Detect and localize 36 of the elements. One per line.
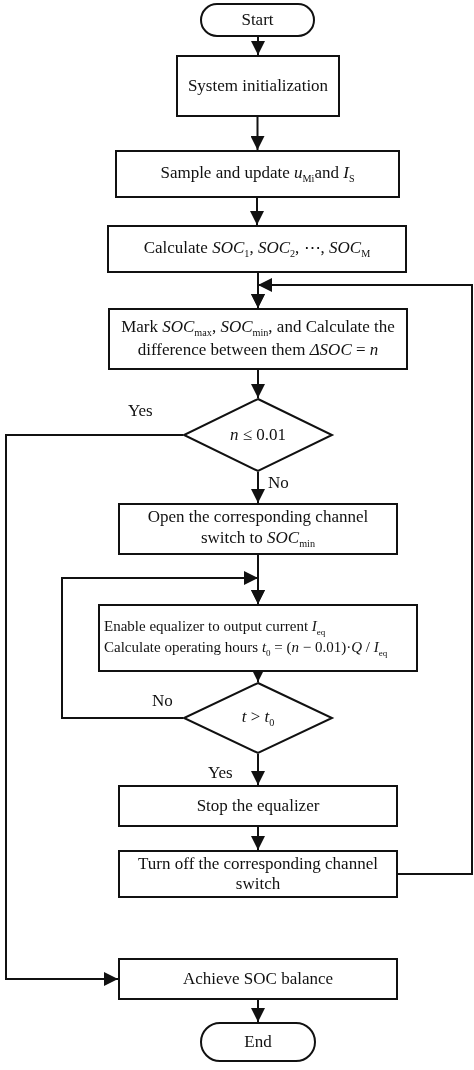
arrow [250,116,265,151]
arrow [251,36,265,56]
node-text: t > t$_{0}$ [240,706,276,730]
node-text: Calculate operating hours t$_{0}$ = (n − 0.01)·Q / I$_{eq}$ [103,638,389,659]
arrow [251,278,473,875]
arrow [251,999,265,1023]
node-text: Start [240,9,275,31]
process-box [118,503,398,555]
arrow [251,471,265,504]
node-text: n ≤ 0.01 [228,424,288,446]
process-box [118,850,398,898]
arrow [251,826,265,851]
node-text: Sample and update u$_{Mi}$and I$_{S}$ [159,162,356,186]
arrow [61,571,265,719]
node-text: Enable equalizer to output current I$_{eq}$ [103,617,327,638]
process-box [118,958,398,1000]
node-text: Stop the equalizer [195,795,321,817]
node-text: System initialization [186,75,330,97]
node-text: Calculate SOC$_{1}$, SOC$_{2}$, ⋯, SOC$_{M}$ [142,237,372,261]
process-box [107,225,407,273]
process-box [115,150,400,198]
node-text: Mark SOC$_{max}$, SOC$_{min}$, and Calculate the difference between them ΔSOC = n [120,317,396,361]
arrow [5,434,184,986]
process-box [118,785,398,827]
node-text: Achieve SOC balance [181,968,335,990]
node-text: End [243,1031,273,1053]
arrow [251,369,265,399]
process-box [108,308,408,370]
terminal-box [200,3,315,37]
process-box [176,55,340,117]
terminal-box [200,1022,316,1062]
node-text: Open the corresponding channel switch to SOC$_{min}$ [146,507,370,551]
node-text: Turn off the corresponding channel switch [137,853,379,895]
arrow [250,197,264,226]
process-box [98,604,418,672]
arrow [251,753,265,786]
